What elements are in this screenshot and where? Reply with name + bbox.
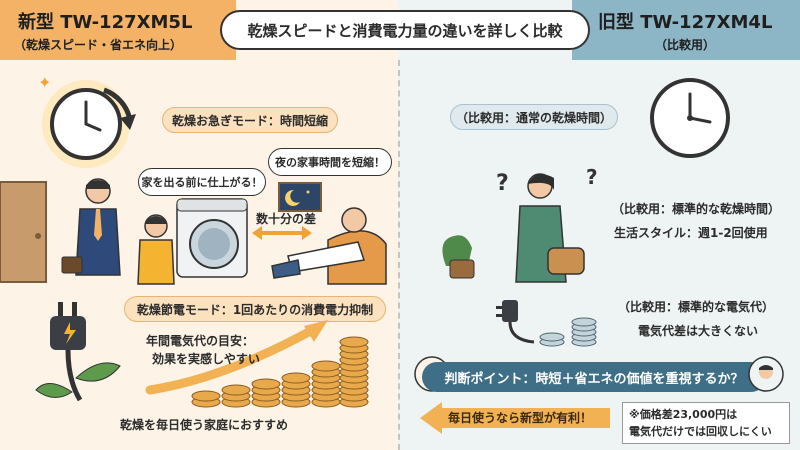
new-model-title: 新型 TW-127XM5L	[18, 12, 193, 33]
standard-clock-icon	[650, 78, 730, 158]
price-note-line2: 電気代だけでは回収しにくい	[629, 425, 772, 438]
new-model-subtitle: （乾燥スピード・省エネ向上）	[14, 38, 183, 52]
rising-trend-arrow	[145, 320, 328, 395]
daily-use-label: 毎日使うなら新型が有利！	[448, 411, 593, 425]
cost-difference-label: 電気代差は大きくない	[638, 324, 759, 338]
plug-leaf-icon	[35, 302, 121, 402]
judgment-point-banner: 判断ポイント：時短＋省エネの価値を重視するか？	[422, 362, 766, 392]
woman-with-basket-illustration: ? ?	[442, 165, 598, 283]
standard-dry-time-label: （比較用：標準的な乾燥時間）	[612, 202, 781, 216]
fast-clock-icon: ✦	[38, 73, 136, 168]
eco-mode-label: 乾燥節電モード：1回あたりの消費電力抑制	[124, 296, 386, 322]
svg-text:?: ?	[496, 171, 509, 196]
electricity-cost-line2: 効果を実感しやすい	[152, 352, 260, 366]
standard-cost-label: （比較用：標準的な電気代）	[618, 300, 775, 314]
night-moon-icon	[278, 182, 322, 212]
coin-stacks-icon	[191, 336, 369, 408]
time-difference-arrow	[252, 226, 312, 240]
old-model-title: 旧型 TW-127XM4L	[598, 12, 773, 33]
svg-text:?: ?	[586, 165, 598, 189]
comparison-title: 乾燥スピードと消費電力量の違いを詳しく比較	[220, 10, 590, 50]
svg-text:✦: ✦	[38, 73, 51, 92]
recommend-label: 乾燥を毎日使う家庭におすすめ	[120, 418, 289, 432]
old-model-header	[572, 0, 800, 60]
relaxing-man-illustration	[271, 207, 387, 285]
quick-mode-label: 乾燥お急ぎモード：時間短縮	[162, 107, 338, 133]
old-model-subtitle: （比較用）	[655, 38, 716, 52]
price-difference-note: ※価格差23,000円は 電気代だけでは回収しにくい	[622, 402, 790, 444]
door-illustration	[0, 181, 47, 283]
normal-dry-time-label: （比較用：通常の乾燥時間）	[450, 104, 618, 130]
panel-divider	[398, 60, 400, 450]
price-note-line1: ※価格差23,000円は	[629, 408, 738, 421]
bubble-night-chores: 夜の家事時間を短縮！	[268, 148, 392, 176]
lifestyle-label: 生活スタイル：週1-2回使用	[614, 226, 768, 240]
father-illustration	[61, 178, 121, 276]
man-avatar-icon	[748, 356, 784, 392]
plug-coins-icon	[496, 300, 597, 347]
time-difference-label: 数十分の差	[256, 212, 317, 226]
washing-machine-illustration	[176, 198, 248, 278]
bubble-before-leaving: 家を出る前に仕上がる！	[138, 168, 266, 196]
child-illustration	[137, 214, 175, 285]
electricity-cost-line1: 年間電気代の目安：	[146, 334, 255, 348]
new-model-header	[0, 0, 236, 60]
daily-use-arrow	[420, 402, 610, 434]
